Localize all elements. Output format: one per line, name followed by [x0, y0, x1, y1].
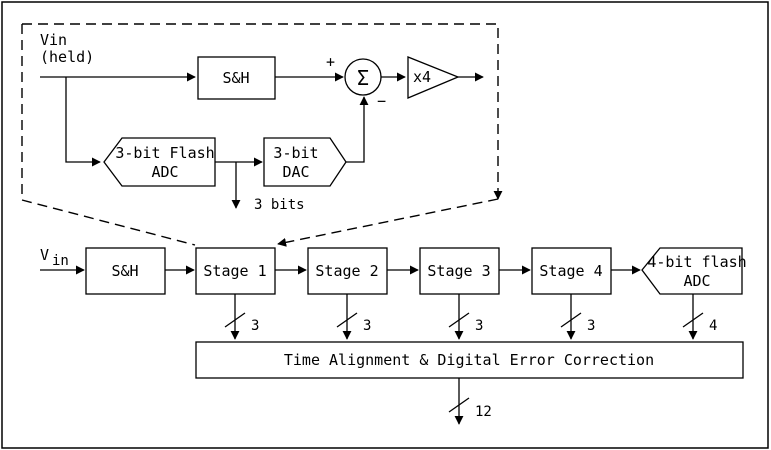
stage-detail-inset: Vin (held) S&H + Σ − x4 3-bit Flash ADC …: [21, 23, 503, 247]
stage-4-block: [531, 247, 612, 295]
detail-dac-to-sum-wire: [346, 96, 369, 163]
detail-flash-adc-label-line2: ADC: [151, 163, 178, 181]
detail-held-label: (held): [40, 48, 94, 66]
final-flash-adc-label-line1: 4-bit flash: [647, 253, 746, 271]
stage-1-label: Stage 1: [203, 262, 266, 280]
stage-2-bus-slash: [336, 312, 358, 328]
detail-gain-amplifier: [407, 56, 460, 99]
stage-4-label: Stage 4: [539, 262, 602, 280]
pipeline-vin-label: V: [40, 246, 49, 264]
detail-minus-sign: −: [377, 92, 386, 110]
detail-gain-label: x4: [413, 68, 431, 86]
detail-sh-block: [197, 56, 276, 100]
output-bus-width: 12: [475, 404, 492, 420]
correction-block: [195, 341, 744, 379]
detail-dac-block: [263, 137, 347, 187]
stage-1-bus-width: 3: [251, 318, 259, 334]
detail-vin-label: Vin: [40, 31, 67, 49]
pipeline-chain: V in S&H Stage 1 Stage 2 Stage 3 Stage 4…: [40, 246, 747, 425]
output-bus-slash: [448, 397, 470, 413]
sigma-symbol: Σ: [357, 66, 369, 90]
stage-2-block: [307, 247, 388, 295]
final-adc-bus-width: 4: [709, 318, 717, 334]
stage-3-bus-slash: [448, 312, 470, 328]
stage-1-block: [195, 247, 276, 295]
detail-bits-out-label: 3 bits: [254, 197, 305, 213]
pipeline-sh-block: [85, 247, 166, 295]
inset-left-dashed-edge: [21, 24, 196, 246]
detail-dac-label-line2: DAC: [282, 163, 309, 181]
stage-1-bus-slash: [224, 312, 246, 328]
inset-pointer-arrow: [277, 198, 499, 247]
detail-dac-label-line1: 3-bit: [273, 144, 318, 162]
detail-plus-sign: +: [326, 53, 335, 71]
detail-sh-label: S&H: [222, 69, 249, 87]
final-flash-adc-block: [641, 247, 743, 295]
final-flash-adc-label-line2: ADC: [683, 272, 710, 290]
correction-label: Time Alignment & Digital Error Correctio…: [284, 351, 654, 369]
pipeline-sh-label: S&H: [111, 262, 138, 280]
detail-branch-to-flash-wire: [65, 77, 101, 167]
stage-3-bus-width: 3: [475, 318, 483, 334]
stage-4-bus-slash: [560, 312, 582, 328]
stage-4-bus-width: 3: [587, 318, 595, 334]
detail-flash-adc-label-line1: 3-bit Flash: [115, 144, 214, 162]
stage-2-bus-width: 3: [363, 318, 371, 334]
stage-3-label: Stage 3: [427, 262, 490, 280]
final-adc-bus-slash: [682, 312, 704, 328]
stage-2-label: Stage 2: [315, 262, 378, 280]
pipeline-vin-subscript: in: [52, 253, 69, 269]
